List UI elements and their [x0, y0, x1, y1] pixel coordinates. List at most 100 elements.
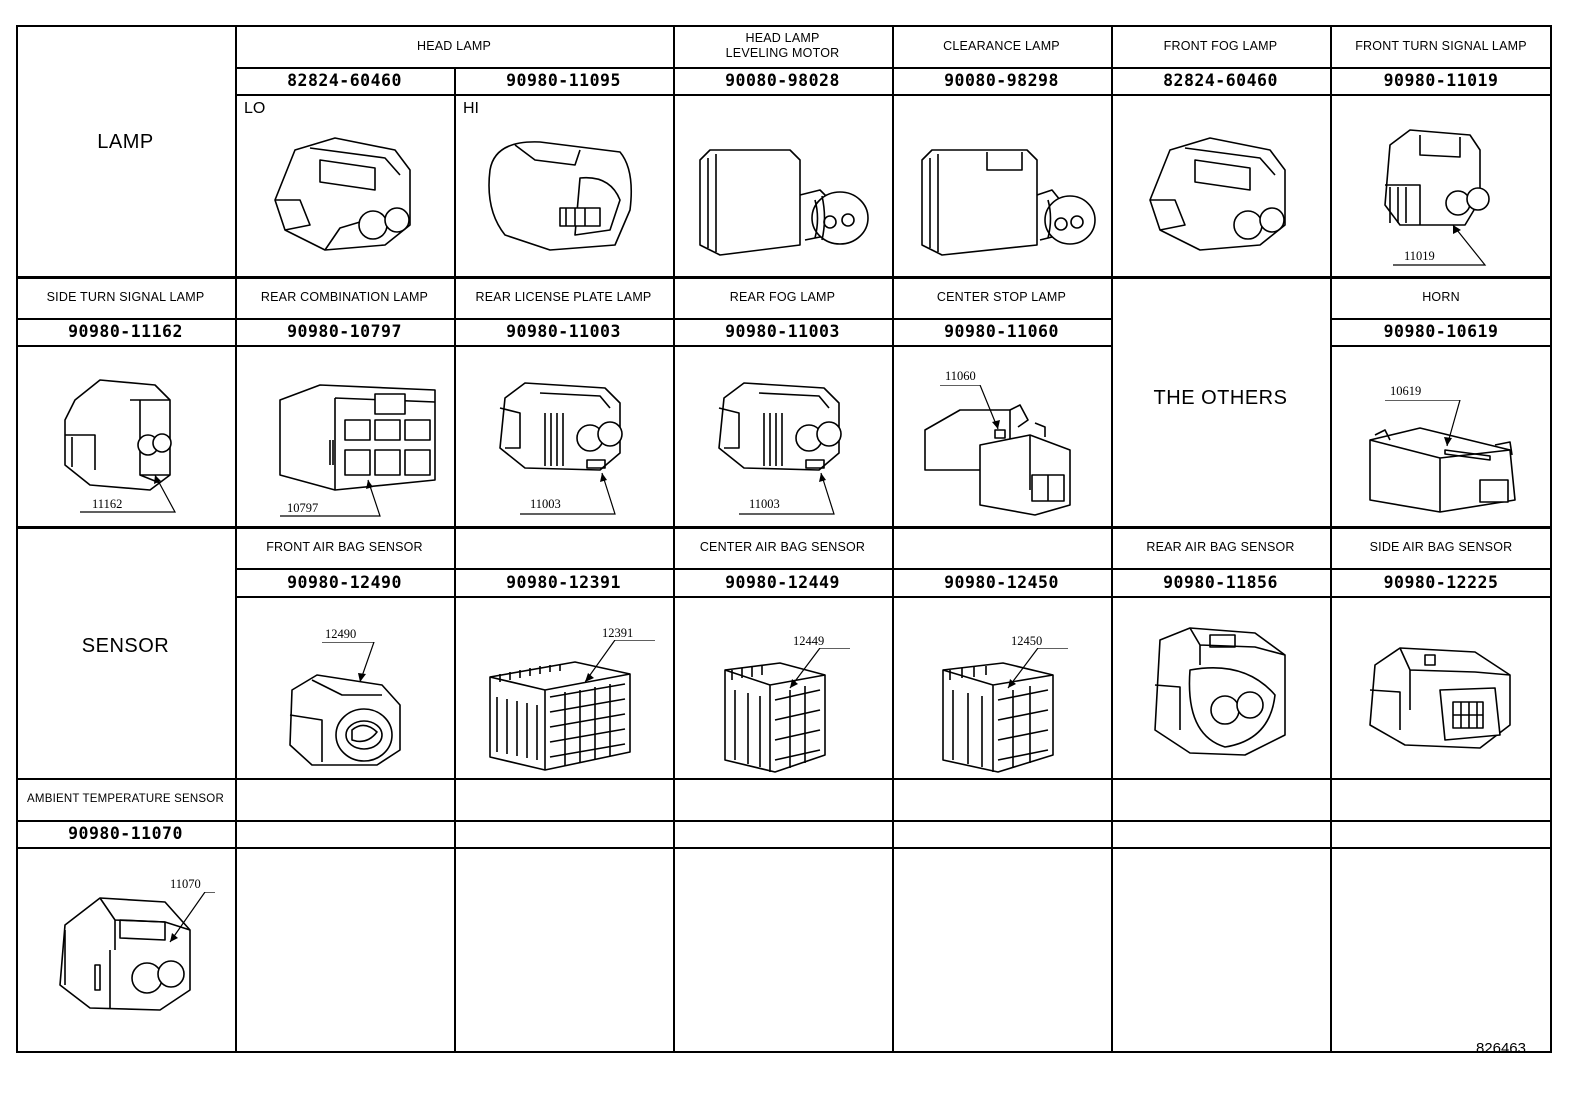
part-number: 90980-11162: [68, 322, 183, 341]
label-head-lamp: HEAD LAMP: [416, 38, 492, 53]
sub-label-hi: HI: [463, 100, 479, 117]
callout-label: 11019: [1404, 249, 1435, 263]
grid-line: [673, 568, 675, 1053]
part-number: 90980-11019: [1383, 71, 1499, 90]
callout-label: 12449: [793, 634, 825, 648]
label-rear-fog-lamp: REAR FOG LAMP: [729, 290, 836, 304]
part-number: 90980-11003: [725, 322, 840, 341]
grid-line: [1330, 345, 1552, 347]
grid-line: [892, 568, 894, 1053]
connector-drawing: [55, 890, 195, 1015]
label-horn: HORN: [1422, 290, 1460, 304]
callout-leader: [585, 640, 655, 683]
callout-leader: [169, 892, 215, 943]
grid-line: [892, 25, 894, 568]
chart-grid: [16, 25, 1552, 1053]
part-number: 90980-10619: [1383, 322, 1499, 341]
part-number: 90980-12450: [944, 572, 1059, 592]
part-number: 90980-10797: [287, 322, 402, 341]
label-clearance-lamp: CLEARANCE LAMP: [943, 38, 1060, 53]
part-number: 90980-11070: [68, 824, 183, 843]
callout-leader: [322, 642, 375, 683]
connector-drawing: [938, 660, 1058, 775]
part-number: 90980-12391: [506, 572, 621, 592]
connector-drawing: [1360, 420, 1520, 515]
label-ambient-temperature-sensor: AMBIENT TEMPERATURE SENSOR: [27, 793, 224, 805]
part-number: 90080-98298: [944, 71, 1059, 90]
callout-leader: [520, 472, 616, 515]
part-number: 90080-98028: [725, 71, 840, 90]
connector-drawing: [714, 378, 849, 478]
connector-drawing: [495, 378, 630, 478]
label-side-air-bag-sensor: SIDE AIR BAG SENSOR: [1369, 540, 1513, 554]
connector-drawing: [690, 140, 875, 270]
grid-line: [16, 820, 1552, 822]
part-number: 90980-12225: [1383, 572, 1499, 592]
grid-line: [16, 526, 1552, 529]
grid-line: [16, 847, 1552, 849]
sub-label-lo: LO: [244, 100, 266, 117]
label-side-turn-signal-lamp: SIDE TURN SIGNAL LAMP: [46, 290, 205, 304]
section-label-lamp: LAMP: [97, 130, 154, 153]
part-number: 82824-60460: [287, 71, 402, 90]
callout-label: 10797: [287, 501, 319, 515]
callout-label: 11003: [749, 497, 780, 511]
grid-line: [1330, 25, 1332, 1053]
grid-line: [1111, 25, 1113, 1053]
connector-drawing: [265, 130, 425, 260]
part-number: 90980-11003: [506, 322, 621, 341]
callout-label: 12450: [1011, 634, 1043, 648]
connector-drawing: [282, 670, 407, 770]
part-number: 90980-12490: [287, 572, 402, 592]
connector-drawing: [912, 140, 1097, 270]
callout-leader: [1385, 400, 1461, 447]
part-number: 90980-12449: [725, 572, 840, 592]
label-center-stop-lamp: CENTER STOP LAMP: [936, 290, 1067, 304]
figure-reference-number: 826463: [1475, 1040, 1526, 1057]
connector-drawing: [1380, 125, 1510, 245]
label-rear-combination-lamp: REAR COMBINATION LAMP: [260, 290, 429, 304]
label-rear-license-plate-lamp: REAR LICENSE PLATE LAMP: [475, 290, 652, 304]
callout-label: 10619: [1390, 384, 1422, 398]
part-number: 90980-11060: [944, 322, 1059, 341]
part-number: 90980-11095: [506, 71, 621, 90]
grid-line: [1330, 318, 1552, 320]
grid-line: [16, 318, 1111, 320]
grid-line: [235, 596, 1552, 598]
grid-line: [235, 25, 237, 1053]
callout-label: 11070: [170, 877, 201, 891]
callout-leader: [1007, 648, 1068, 689]
grid-line: [454, 68, 456, 277]
callout-leader: [280, 479, 381, 517]
callout-label: 11162: [92, 497, 123, 511]
connector-drawing: [275, 380, 440, 495]
part-number: 90980-11856: [1163, 572, 1278, 592]
part-number: 82824-60460: [1163, 71, 1278, 90]
grid-line: [16, 276, 1552, 279]
callout-label: 12391: [602, 626, 634, 640]
connector-drawing: [720, 660, 830, 775]
callout-leader: [940, 385, 1000, 430]
section-label-sensor: SENSOR: [81, 634, 170, 657]
connector-drawing: [1150, 625, 1295, 760]
callout-label: 12490: [325, 627, 357, 641]
label-front-fog-lamp: FRONT FOG LAMP: [1163, 38, 1278, 53]
section-label-others: THE OTHERS: [1153, 386, 1288, 409]
callout-leader: [1393, 224, 1487, 266]
label-head-lamp-leveling-motor: HEAD LAMP LEVELING MOTOR: [725, 31, 840, 60]
grid-line: [235, 94, 1552, 96]
grid-line: [454, 277, 456, 1053]
grid-line: [235, 568, 1552, 570]
callout-label: 11003: [530, 497, 561, 511]
grid-line: [16, 778, 1552, 780]
connector-drawing: [1365, 640, 1515, 755]
connector-drawing: [920, 395, 1095, 516]
connector-drawing: [60, 375, 190, 495]
connector-drawing: [485, 652, 635, 772]
connector-drawing: [1140, 130, 1300, 260]
callout-label: 11060: [945, 369, 976, 383]
grid-line: [673, 25, 675, 568]
label-front-air-bag-sensor: FRONT AIR BAG SENSOR: [266, 540, 423, 554]
callout-leader: [739, 472, 835, 515]
